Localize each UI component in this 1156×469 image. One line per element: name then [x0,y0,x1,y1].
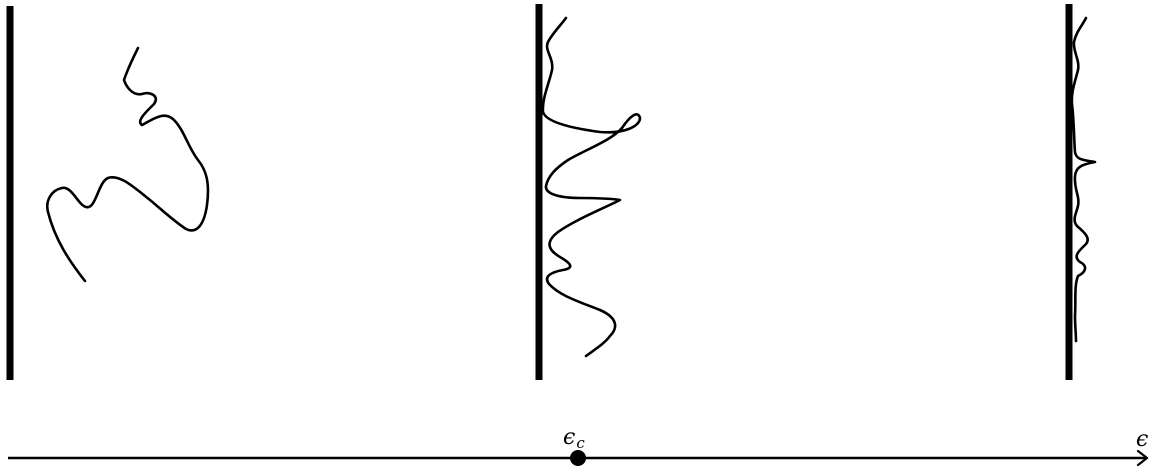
epsilon-axis: ϵc ϵ [8,425,1148,466]
axis-end-label: ϵ [1136,427,1148,452]
critical-point-marker [570,450,586,466]
panel-critical-epsilon [539,4,640,380]
polymer-chain-full-adsorption [1072,18,1095,341]
polymer-chain-partial-adsorption [543,18,640,356]
critical-point-label: ϵc [563,425,585,452]
panel-high-epsilon [1069,4,1095,380]
panel-low-epsilon [10,6,208,380]
polymer-chain-free-coil [47,48,208,281]
critical-label-epsilon: ϵ [563,425,575,450]
critical-label-subscript: c [576,434,585,452]
